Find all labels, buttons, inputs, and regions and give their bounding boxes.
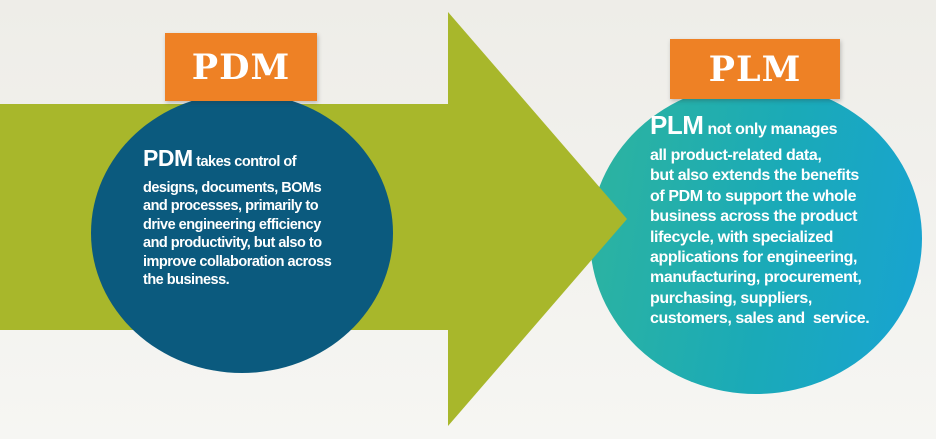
text-line: designs, documents, BOMs [143, 180, 322, 196]
plm-label-box: PLM [670, 39, 840, 99]
text-line: drive engineering efficiency [143, 216, 321, 233]
text-line: of PDM to support the whole [650, 187, 857, 205]
plm-description-first-line: PLM not only manages [650, 112, 888, 143]
text-line: customers, sales and service. [650, 310, 870, 328]
text-line: business across the product [650, 208, 858, 226]
text-line: improve collaboration across [143, 253, 332, 270]
text-line: purchasing, suppliers, [650, 289, 812, 307]
text-line: applications for engineering, [650, 249, 858, 267]
plm-intro-text: not only manages [707, 121, 838, 138]
plm-label-text: PLM [708, 48, 802, 90]
plm-circle [590, 83, 922, 394]
text-line: lifecycle, with specialized [650, 228, 834, 246]
plm-description: PLM not only manages all product-related… [650, 112, 888, 330]
pdm-description: PDM takes control of designs, documents,… [143, 146, 368, 289]
text-line: and productivity, but also to [143, 235, 322, 252]
pdm-lead-word: PDM [143, 145, 193, 171]
pdm-intro-text: takes control of [196, 154, 297, 170]
plm-lead-word: PLM [650, 110, 704, 140]
arrow-head-icon [448, 12, 627, 426]
pdm-label-box: PDM [165, 33, 317, 101]
pdm-circle [91, 93, 393, 373]
text-line: manufacturing, procurement, [650, 269, 862, 287]
text-line: but also extends the benefits [650, 167, 859, 185]
text-line: all product-related data, [650, 147, 822, 164]
pdm-description-first-line: PDM takes control of [143, 146, 368, 174]
text-line: the business. [143, 272, 230, 289]
text-line: and processes, primarily to [143, 198, 319, 215]
pdm-label-text: PDM [191, 46, 291, 88]
